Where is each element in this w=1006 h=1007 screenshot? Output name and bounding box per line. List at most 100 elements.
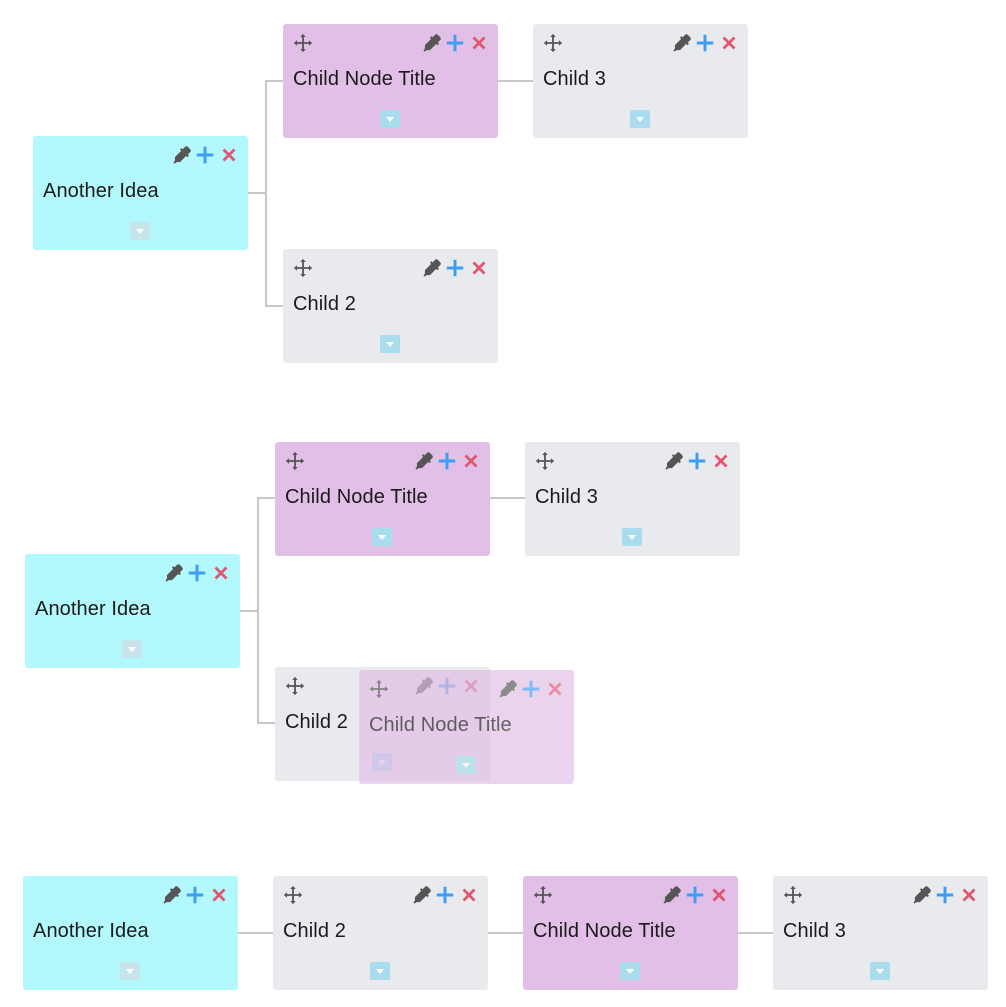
node-title[interactable]: Child Node Title	[285, 486, 428, 508]
add-child-icon[interactable]	[694, 32, 716, 54]
node-title[interactable]: Child 2	[293, 293, 356, 315]
delete-icon[interactable]	[710, 450, 732, 472]
add-child-icon[interactable]	[436, 450, 458, 472]
node-another-idea[interactable]: Another Idea	[33, 136, 248, 250]
node-title[interactable]: Child Node Title	[533, 920, 676, 942]
move-icon[interactable]	[534, 450, 556, 472]
node-toolbar	[670, 32, 740, 54]
dragged-node-child-node-title[interactable]: Child Node Title	[359, 670, 574, 784]
node-toolbar	[496, 678, 566, 700]
node-title[interactable]: Another Idea	[33, 920, 149, 942]
node-toolbar	[170, 144, 240, 166]
add-child-icon[interactable]	[520, 678, 542, 700]
move-icon[interactable]	[532, 884, 554, 906]
expand-icon[interactable]	[380, 110, 400, 128]
node-toolbar	[910, 884, 980, 906]
node-another-idea[interactable]: Another Idea	[23, 876, 238, 990]
node-title[interactable]: Another Idea	[35, 598, 151, 620]
move-icon[interactable]	[292, 257, 314, 279]
delete-icon[interactable]	[218, 144, 240, 166]
color-picker-icon[interactable]	[170, 144, 192, 166]
expand-icon[interactable]	[622, 528, 642, 546]
add-child-icon[interactable]	[444, 32, 466, 54]
expand-icon[interactable]	[620, 962, 640, 980]
move-icon[interactable]	[782, 884, 804, 906]
move-icon[interactable]	[368, 678, 390, 700]
color-picker-icon[interactable]	[410, 884, 432, 906]
delete-icon[interactable]	[460, 450, 482, 472]
move-icon[interactable]	[292, 32, 314, 54]
node-child-3[interactable]: Child 3	[533, 24, 748, 138]
expand-icon[interactable]	[456, 756, 476, 774]
color-picker-icon[interactable]	[910, 884, 932, 906]
add-child-icon[interactable]	[934, 884, 956, 906]
color-picker-icon[interactable]	[662, 450, 684, 472]
color-picker-icon[interactable]	[420, 257, 442, 279]
add-child-icon[interactable]	[184, 884, 206, 906]
node-toolbar	[410, 884, 480, 906]
add-child-icon[interactable]	[186, 562, 208, 584]
node-title[interactable]: Child Node Title	[369, 714, 512, 736]
color-picker-icon[interactable]	[162, 562, 184, 584]
delete-icon[interactable]	[544, 678, 566, 700]
node-title[interactable]: Child 3	[535, 486, 598, 508]
node-child-2[interactable]: Child 2	[273, 876, 488, 990]
expand-icon[interactable]	[630, 110, 650, 128]
move-icon[interactable]	[284, 450, 306, 472]
delete-icon[interactable]	[468, 32, 490, 54]
node-child-2[interactable]: Child 2	[283, 249, 498, 363]
color-picker-icon[interactable]	[670, 32, 692, 54]
node-toolbar	[662, 450, 732, 472]
expand-icon[interactable]	[130, 222, 150, 240]
color-picker-icon[interactable]	[160, 884, 182, 906]
expand-icon[interactable]	[870, 962, 890, 980]
node-title[interactable]: Child 2	[285, 711, 348, 733]
node-child-3[interactable]: Child 3	[773, 876, 988, 990]
delete-icon[interactable]	[958, 884, 980, 906]
connector-line	[248, 80, 284, 194]
node-child-3[interactable]: Child 3	[525, 442, 740, 556]
expand-icon[interactable]	[372, 528, 392, 546]
color-picker-icon[interactable]	[412, 450, 434, 472]
node-toolbar	[420, 32, 490, 54]
delete-icon[interactable]	[468, 257, 490, 279]
node-title[interactable]: Another Idea	[43, 180, 159, 202]
node-toolbar	[160, 884, 230, 906]
expand-icon[interactable]	[380, 335, 400, 353]
node-title[interactable]: Child 3	[543, 68, 606, 90]
node-title[interactable]: Child 3	[783, 920, 846, 942]
node-child-node-title[interactable]: Child Node Title	[523, 876, 738, 990]
expand-icon[interactable]	[122, 640, 142, 658]
expand-icon[interactable]	[370, 962, 390, 980]
delete-icon[interactable]	[210, 562, 232, 584]
color-picker-icon[interactable]	[660, 884, 682, 906]
delete-icon[interactable]	[708, 884, 730, 906]
delete-icon[interactable]	[718, 32, 740, 54]
connector-line	[265, 193, 284, 307]
add-child-icon[interactable]	[684, 884, 706, 906]
add-child-icon[interactable]	[444, 257, 466, 279]
node-title[interactable]: Child 2	[283, 920, 346, 942]
color-picker-icon[interactable]	[420, 32, 442, 54]
color-picker-icon[interactable]	[496, 678, 518, 700]
delete-icon[interactable]	[208, 884, 230, 906]
add-child-icon[interactable]	[194, 144, 216, 166]
node-toolbar	[420, 257, 490, 279]
move-icon[interactable]	[284, 675, 306, 697]
add-child-icon[interactable]	[686, 450, 708, 472]
node-another-idea[interactable]: Another Idea	[25, 554, 240, 668]
node-toolbar	[660, 884, 730, 906]
node-title[interactable]: Child Node Title	[293, 68, 436, 90]
connector-line	[257, 611, 276, 724]
node-toolbar	[412, 450, 482, 472]
node-child-node-title[interactable]: Child Node Title	[283, 24, 498, 138]
node-child-node-title[interactable]: Child Node Title	[275, 442, 490, 556]
move-icon[interactable]	[542, 32, 564, 54]
add-child-icon[interactable]	[434, 884, 456, 906]
move-icon[interactable]	[282, 884, 304, 906]
node-toolbar	[162, 562, 232, 584]
connector-line	[240, 497, 276, 612]
expand-icon[interactable]	[120, 962, 140, 980]
delete-icon[interactable]	[458, 884, 480, 906]
